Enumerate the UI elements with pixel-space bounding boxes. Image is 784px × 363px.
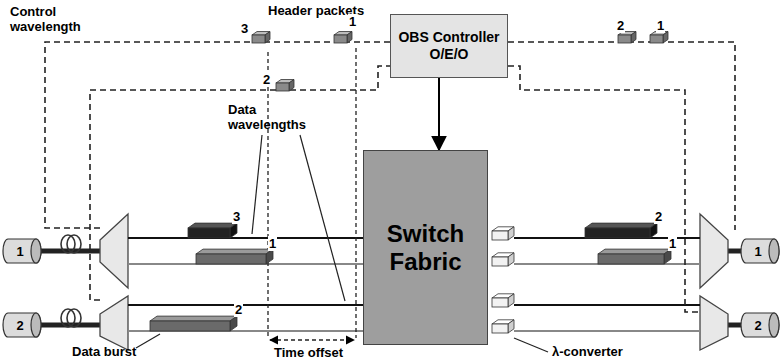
header-packet — [252, 32, 270, 44]
fiber-port: 1 — [740, 238, 780, 264]
callout-number: 1 — [668, 236, 677, 251]
node-text: 1 — [16, 244, 27, 259]
lambda-converter — [492, 294, 514, 307]
lambda-converter — [492, 253, 514, 266]
fiber-port: 2 — [740, 312, 780, 338]
leader-line — [136, 135, 548, 352]
fiber-cable — [728, 249, 742, 254]
node-text: OBS Controller O/E/O — [397, 29, 501, 63]
fiber-port: 1 — [2, 238, 42, 264]
data-burst — [598, 249, 671, 264]
lambda-converter — [492, 227, 514, 240]
fiber-coil — [61, 235, 81, 327]
annotation: Data wavelengths — [228, 102, 328, 132]
annotation: Control wavelength — [10, 4, 102, 34]
node-text: 1 — [754, 244, 765, 259]
lambda-converter — [492, 320, 514, 333]
callout-number: 2 — [654, 209, 663, 224]
callout-number: 3 — [232, 209, 241, 224]
switch-fabric: Switch Fabric — [363, 150, 488, 345]
annotation: λ-converter — [552, 344, 623, 359]
header-packet — [334, 32, 352, 44]
node-text: Switch Fabric — [370, 220, 481, 276]
time-offset-marker — [268, 48, 356, 340]
node-text: 2 — [754, 318, 765, 333]
callout-number: 2 — [234, 302, 243, 317]
callout-number: 1 — [348, 14, 357, 29]
header-packet — [650, 32, 668, 44]
callout-number: 2 — [262, 72, 271, 87]
annotation: Time offset — [274, 345, 343, 360]
node-text: 2 — [16, 318, 27, 333]
fiber-port: 2 — [2, 312, 42, 338]
data-burst — [150, 316, 237, 331]
header-packet — [618, 32, 636, 44]
callout-number: 2 — [616, 18, 625, 33]
header-packet — [276, 80, 294, 92]
controller-box: OBS Controller O/E/O — [390, 14, 508, 78]
data-burst — [585, 223, 657, 238]
annotation: Data burst — [72, 344, 136, 359]
data-burst — [188, 223, 237, 238]
data-burst — [196, 249, 273, 264]
callout-number: 1 — [268, 236, 277, 251]
fiber-cable — [728, 323, 742, 328]
control-arrow — [438, 78, 440, 150]
callout-number: 1 — [656, 18, 665, 33]
callout-number: 3 — [240, 21, 249, 36]
